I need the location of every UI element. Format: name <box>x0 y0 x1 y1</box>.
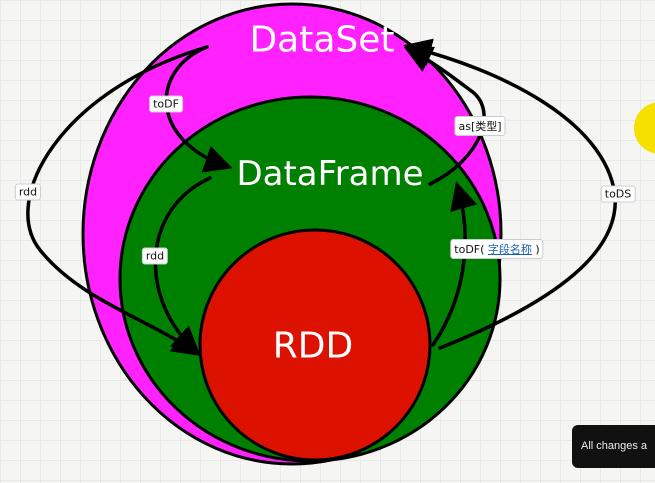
arrow-rdd-to-dataframe <box>431 181 478 347</box>
save-status-toast: All changes a <box>572 425 655 468</box>
edge-label-rdd-inner: rdd <box>141 247 169 265</box>
yellow-shape <box>634 102 655 154</box>
field-names-link[interactable]: 字段名称 <box>487 243 532 256</box>
rdd-label: RDD <box>272 325 354 367</box>
edge-label-todf-fields: toDF( 字段名称 ) <box>450 239 544 259</box>
todf-suffix: ) <box>535 243 540 256</box>
dataframe-label: DataFrame <box>236 154 424 194</box>
edge-label-tods: toDS <box>600 185 636 203</box>
edge-label-todf: toDF <box>149 95 183 113</box>
dataset-label: DataSet <box>249 19 395 61</box>
edge-label-as-type: as[类型] <box>454 116 506 136</box>
edge-label-rdd-outer: rdd <box>14 183 42 201</box>
todf-prefix: toDF( <box>454 243 485 256</box>
arrow-dataset-to-rdd <box>26 45 209 357</box>
